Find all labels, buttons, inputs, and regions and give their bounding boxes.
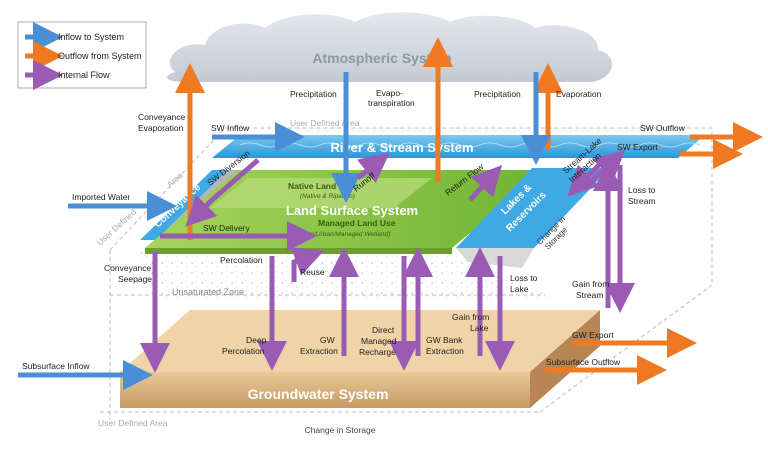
runoff-arrow-icon — [356, 152, 390, 184]
sw-delivery-label: SW Delivery — [203, 223, 251, 233]
loss-to-stream-label-1: Loss to — [628, 185, 656, 195]
sw-export-label: SW Export — [617, 142, 658, 152]
gain-from-lake-label-1: Gain from — [452, 312, 489, 322]
atmospheric-system-title: Atmospheric System — [312, 50, 451, 66]
internal-flow-arrows — [140, 149, 635, 373]
user-defined-area-left-label-2: Area — [165, 170, 185, 190]
gain-from-lake-label-2: Lake — [470, 323, 489, 333]
legend-outflow-label: Outflow from System — [58, 51, 142, 61]
sw-diversion-arrow-icon — [185, 158, 260, 227]
return-flow-arrow-icon — [468, 164, 503, 202]
inflow-arrows — [18, 72, 551, 390]
loss-to-lake-label-2: Lake — [510, 284, 529, 294]
gw-extraction-label-2: Extraction — [300, 346, 338, 356]
managed-land-use-sublabel: (Ag/Urban/Managed Wetland) — [304, 231, 390, 238]
sw-outflow-label: SW Outflow — [640, 123, 686, 133]
direct-managed-recharge-label-1: Direct — [372, 325, 395, 335]
conveyance-seepage-label-1: Conveyance — [104, 263, 152, 273]
user-defined-area-top-label: User Defined Area — [290, 118, 360, 128]
native-land-use-label: Native Land Use — [288, 181, 354, 191]
reuse-arrow-icon — [290, 247, 325, 282]
unsaturated-zone-label: Unsaturated Zone — [172, 287, 244, 297]
native-land-use-area — [210, 178, 432, 208]
managed-land-use-label: Managed Land Use — [318, 218, 396, 228]
precipitation-label-1: Precipitation — [290, 89, 337, 99]
legend-inflow-label: Inflow to System — [58, 32, 124, 42]
land-surface-system-title: Land Surface System — [286, 203, 418, 218]
atmospheric-cloud: Atmospheric System — [167, 12, 612, 83]
gain-from-stream-label-1: Gain from — [572, 279, 609, 289]
sw-inflow-label: SW Inflow — [211, 123, 250, 133]
evapotranspiration-label-2: transpiration — [368, 98, 415, 108]
deep-percolation-label-2: Percolation — [222, 346, 265, 356]
evapotranspiration-label-1: Evapo- — [376, 88, 403, 98]
gw-extraction-label-1: GW — [320, 335, 335, 345]
precipitation-label-2: Precipitation — [474, 89, 521, 99]
river-stream-system-title: River & Stream System — [330, 140, 473, 155]
gw-bank-extraction-label-1: GW Bank — [426, 335, 463, 345]
native-land-use-sublabel: (Native & Riparian) — [300, 193, 355, 200]
direct-managed-recharge-label-3: Recharge — [359, 347, 396, 357]
loss-to-lake-label-1: Loss to — [510, 273, 538, 283]
evaporation-label: Evaporation — [556, 89, 602, 99]
imported-water-label: Imported Water — [72, 192, 130, 202]
gw-bank-extraction-label-2: Extraction — [426, 346, 464, 356]
percolation-label: Percolation — [220, 255, 263, 265]
loss-to-stream-label-2: Stream — [628, 196, 655, 206]
user-defined-area-bottom-label: User Defined Area — [98, 418, 168, 428]
conveyance-evaporation-label-2: Evaporation — [138, 123, 184, 133]
legend: Inflow to System Outflow from System Int… — [17, 21, 147, 90]
reuse-label: Reuse — [300, 267, 325, 277]
gain-from-stream-label-2: Stream — [576, 290, 603, 300]
subsurface-outflow-label: Subsurface Outflow — [546, 357, 621, 367]
gw-change-in-storage-label: Change in Storage — [305, 425, 376, 435]
groundwater-system-title: Groundwater System — [248, 386, 389, 402]
conveyance-evaporation-label-1: Conveyance — [138, 112, 186, 122]
gw-export-label: GW Export — [572, 330, 614, 340]
land-surface-block: Native Land Use (Native & Riparian) Land… — [145, 170, 545, 254]
legend-internal-label: Internal Flow — [58, 70, 110, 80]
groundwater-block: Groundwater System — [120, 310, 600, 408]
subsurface-inflow-label: Subsurface Inflow — [22, 361, 90, 371]
direct-managed-recharge-label-2: Managed — [361, 336, 397, 346]
deep-percolation-label-1: Deep — [246, 335, 267, 345]
conveyance-seepage-label-2: Seepage — [118, 274, 152, 284]
